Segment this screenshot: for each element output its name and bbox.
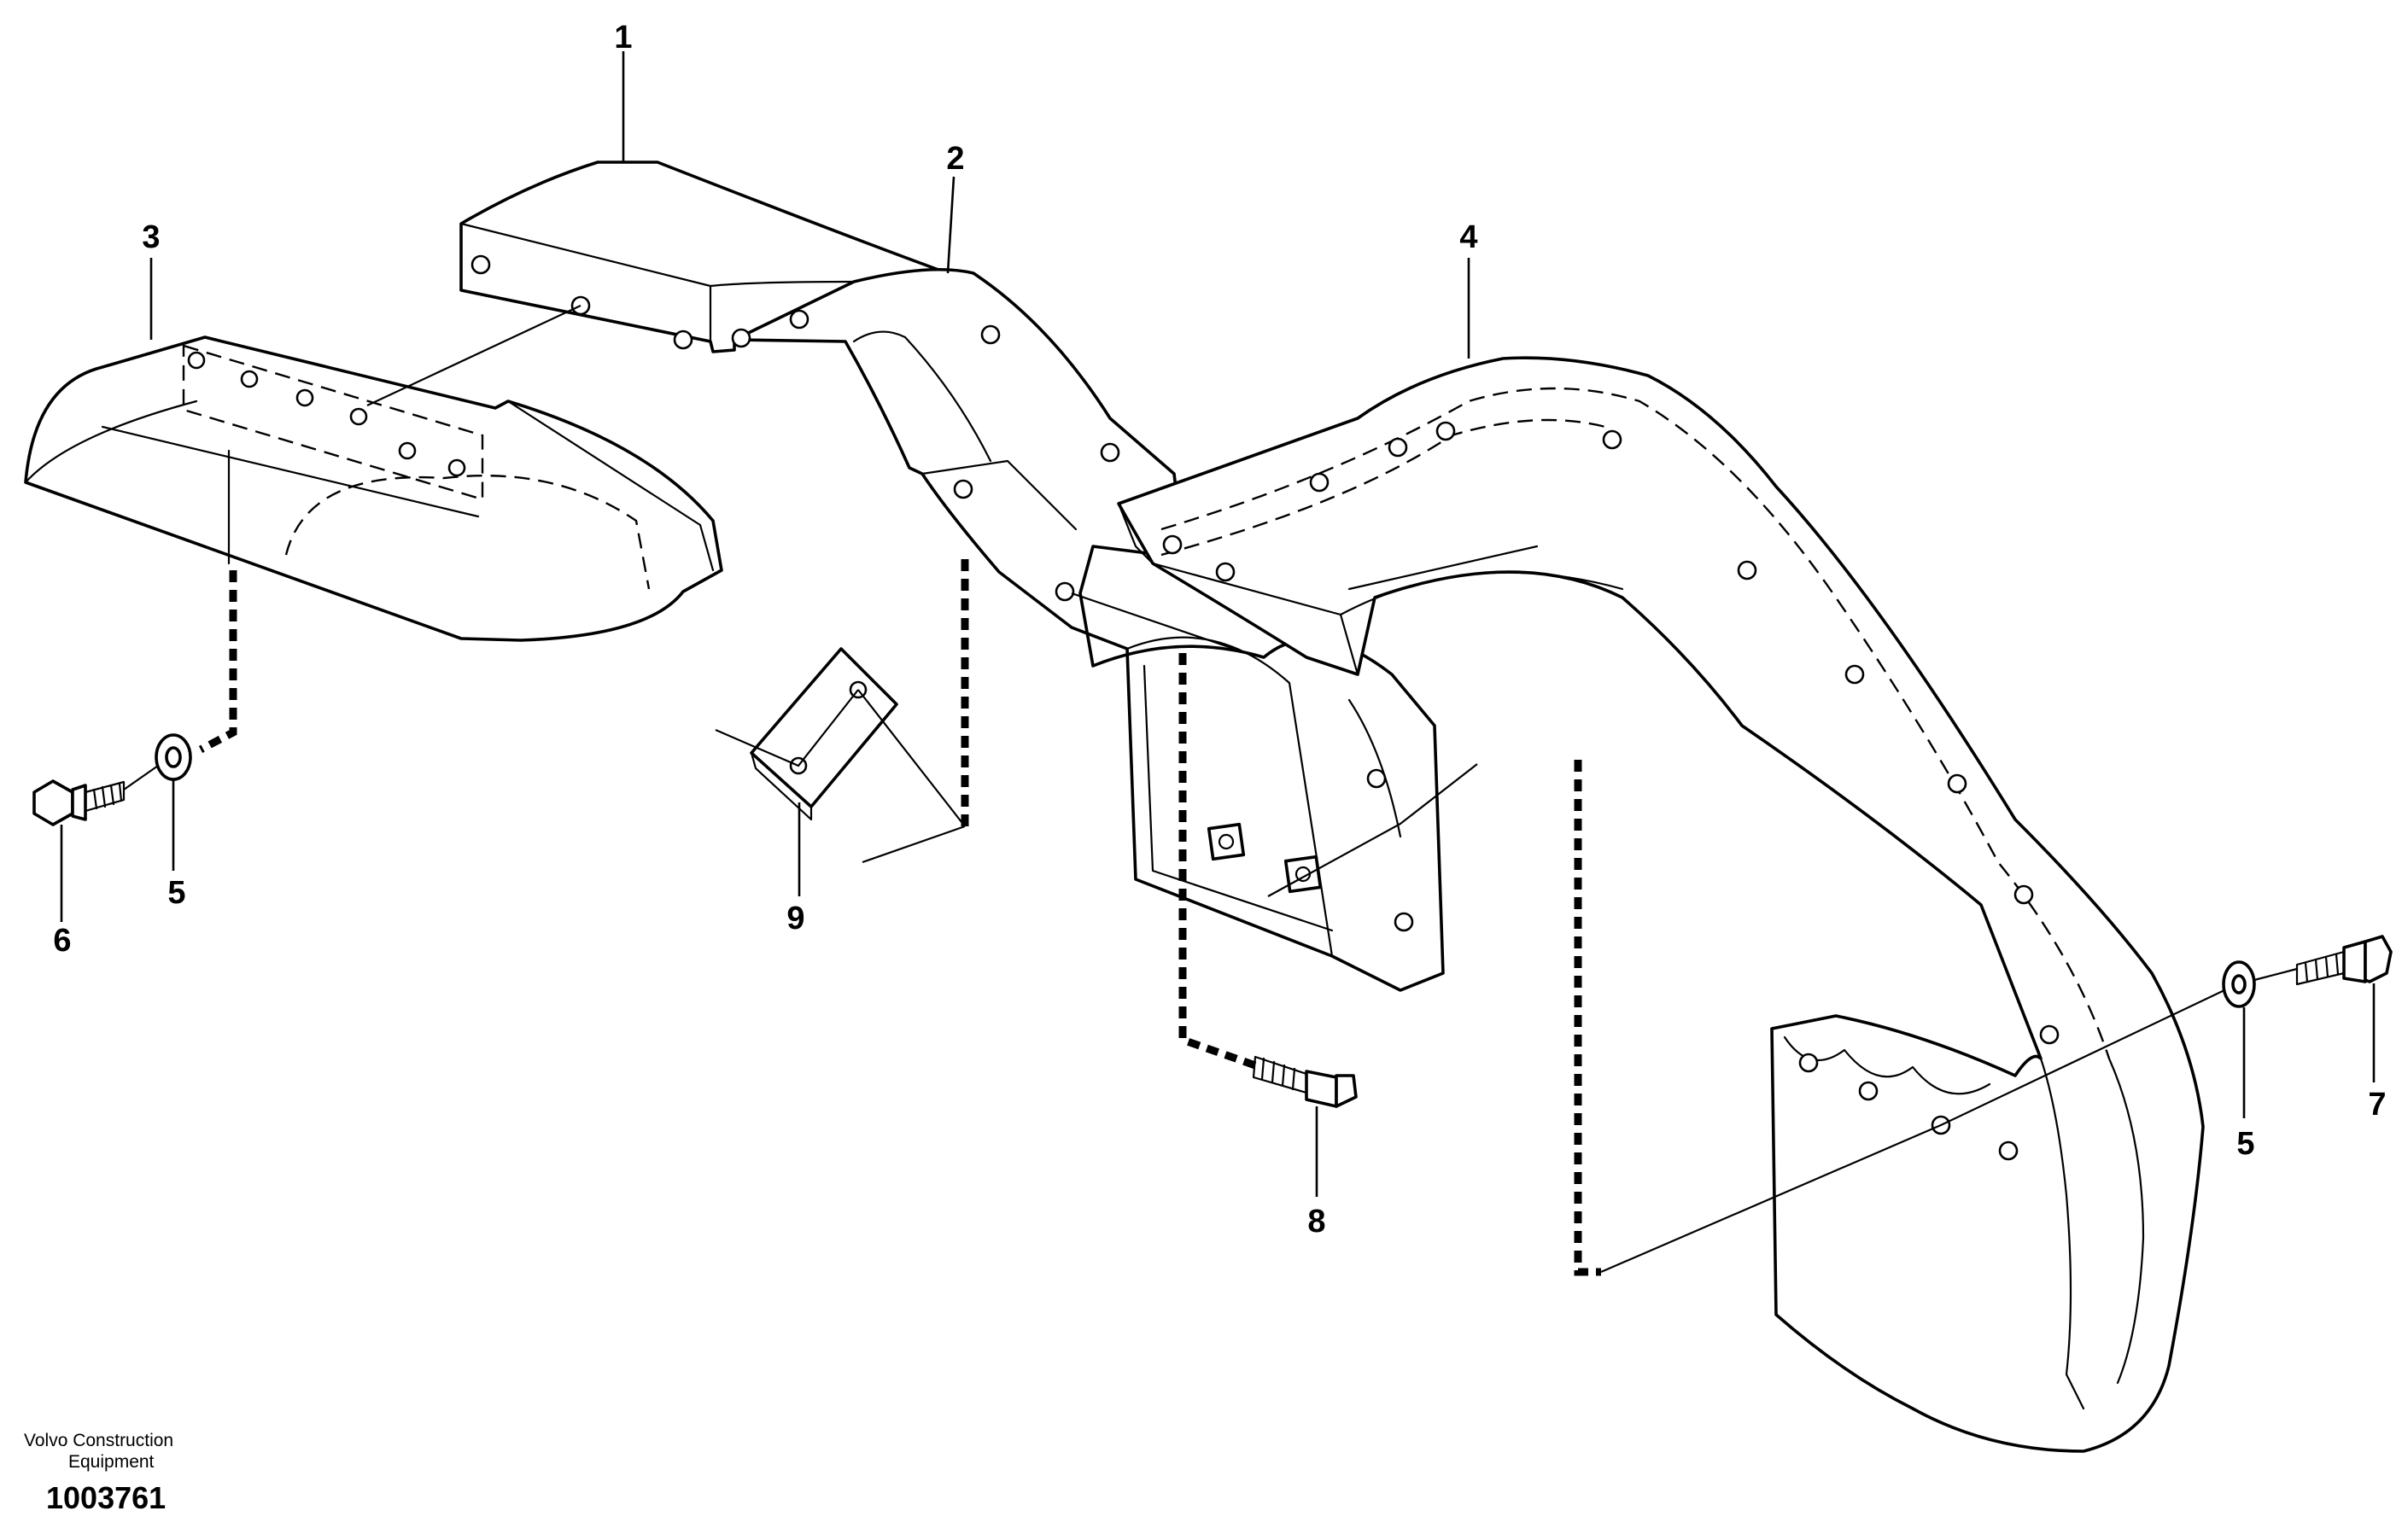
part-6-bolt-left — [32, 779, 126, 826]
callout-9: 9 — [786, 901, 804, 936]
callout-4: 4 — [1459, 219, 1477, 255]
part-3-front-fender — [24, 335, 723, 642]
callout-labels: 1 2 3 4 5 5 6 7 8 9 — [53, 20, 2386, 1240]
assembly-lines — [123, 305, 2298, 1276]
callout-3: 3 — [142, 219, 160, 255]
drawing-number: 1003761 — [46, 1480, 167, 1515]
part-5-washer-left — [155, 733, 192, 781]
callout-6: 6 — [53, 923, 71, 959]
part-7-bolt-right — [2295, 935, 2393, 986]
callout-1: 1 — [614, 20, 632, 55]
part-2-support-arm — [731, 267, 1445, 992]
callout-5-left: 5 — [167, 875, 185, 911]
leader-lines — [60, 51, 2376, 1197]
part-8-bolt-center — [1252, 1055, 1358, 1108]
brand-name-line1: Volvo Construction — [24, 1431, 174, 1450]
callout-2: 2 — [946, 141, 964, 177]
brand-name-line2: Equipment — [68, 1452, 155, 1472]
part-4-rear-fender — [1117, 356, 2205, 1453]
callout-5-right: 5 — [2236, 1126, 2254, 1162]
part-5-washer-right — [2222, 960, 2256, 1008]
callout-8: 8 — [1307, 1204, 1325, 1240]
callout-7: 7 — [2368, 1087, 2386, 1123]
